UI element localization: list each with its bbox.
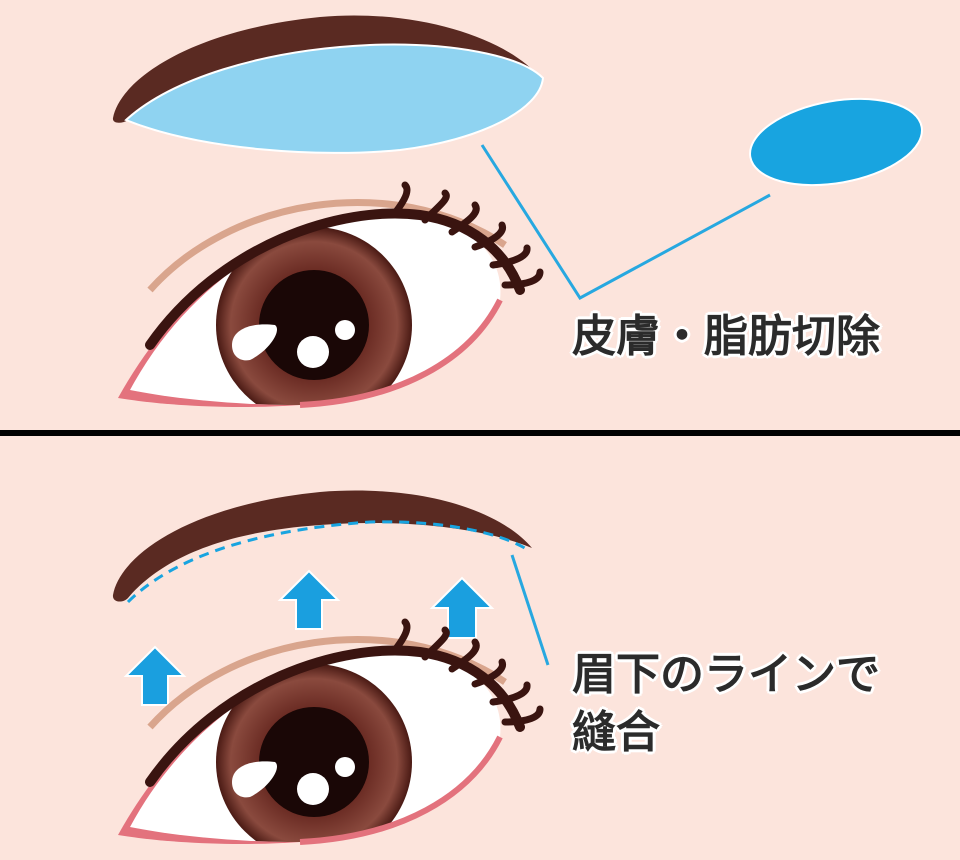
suture-label: 眉下のラインで 縫合 — [572, 646, 880, 762]
excised-skin-region — [124, 43, 545, 154]
top-panel: 皮膚・脂肪切除 — [0, 0, 960, 430]
eye-highlight — [232, 761, 278, 798]
eye-shape — [118, 181, 544, 408]
suture-line — [126, 520, 529, 604]
up-arrow-icon — [123, 645, 187, 706]
pupil — [259, 707, 369, 817]
leader-line — [510, 554, 550, 666]
eyebrow-shape — [112, 15, 541, 123]
excision-label: 皮膚・脂肪切除 — [572, 311, 880, 362]
up-arrow-icon — [277, 569, 341, 630]
bottom-panel — [0, 436, 960, 860]
eye-shape — [118, 618, 544, 845]
suture-illustration — [112, 490, 550, 845]
excised-fat-region — [749, 97, 923, 187]
pupil — [259, 270, 369, 380]
suture-label-line-1: 眉下のラインで — [572, 649, 880, 700]
eye-highlight — [232, 324, 278, 361]
excision-illustration — [112, 15, 923, 408]
leader-line — [480, 144, 771, 300]
eyebrow-shape — [112, 490, 533, 602]
suture-label-line-2: 縫合 — [572, 707, 660, 758]
up-arrow-icon — [429, 576, 495, 639]
